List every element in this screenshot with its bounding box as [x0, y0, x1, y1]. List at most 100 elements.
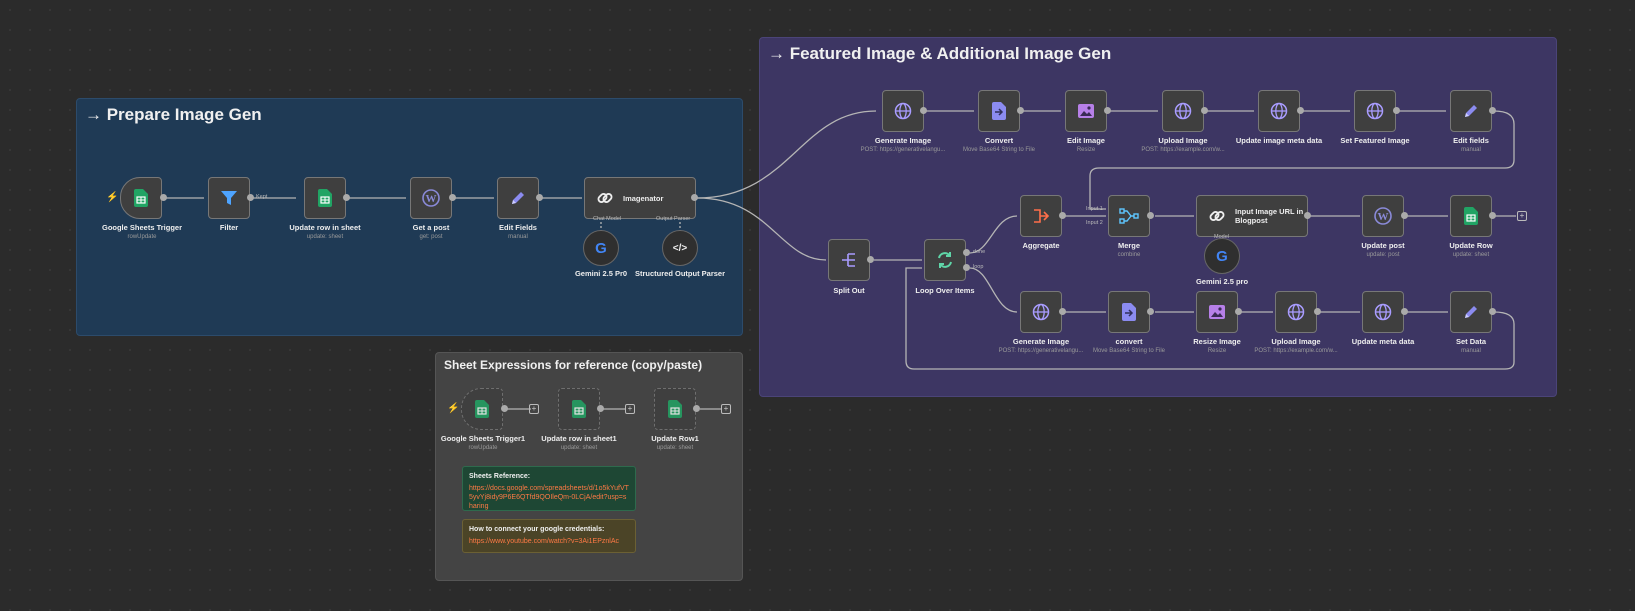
node-merge[interactable] [1108, 195, 1150, 237]
output-port[interactable] [1304, 212, 1311, 219]
output-port[interactable] [501, 405, 508, 412]
node-imagenator[interactable]: Imagenator [584, 177, 696, 219]
node-generate-image[interactable] [882, 90, 924, 132]
output-port-done[interactable] [963, 249, 970, 256]
output-port[interactable] [536, 194, 543, 201]
node-update-row-in-sheet[interactable] [304, 177, 346, 219]
output-port[interactable] [867, 256, 874, 263]
google-icon: G [595, 239, 607, 257]
add-node-button[interactable]: + [529, 404, 539, 414]
node-gemini-model[interactable]: G [583, 230, 619, 266]
output-port[interactable] [1147, 212, 1154, 219]
node-update-row-in-sheet1[interactable] [558, 388, 600, 430]
node-convert[interactable] [978, 90, 1020, 132]
group-title: → Featured Image & Additional Image Gen [768, 44, 1112, 63]
output-port[interactable] [920, 107, 927, 114]
output-port-loop[interactable] [963, 264, 970, 271]
node-gemini-pro[interactable]: G [1204, 238, 1240, 274]
input-label: Input 1 [1086, 206, 1103, 212]
output-port[interactable] [449, 194, 456, 201]
node-update-post[interactable]: W [1362, 195, 1404, 237]
node-update-image-meta-data[interactable] [1258, 90, 1300, 132]
globe-icon [893, 101, 913, 121]
node-label: Update post [1361, 241, 1405, 250]
globe-icon [1286, 302, 1306, 322]
output-port[interactable] [1059, 308, 1066, 315]
node-split-out[interactable] [828, 239, 870, 281]
output-port[interactable] [1297, 107, 1304, 114]
node-generate-image-bottom[interactable] [1020, 291, 1062, 333]
output-port[interactable] [160, 194, 167, 201]
input-label: Input 2 [1086, 220, 1103, 226]
output-port[interactable] [1489, 212, 1496, 219]
output-port[interactable] [1393, 107, 1400, 114]
node-label: Gemini 2.5 Pr0 [574, 269, 628, 278]
node-loop-over-items[interactable] [924, 239, 966, 281]
link-icon [595, 188, 615, 208]
node-set-data[interactable] [1450, 291, 1492, 333]
node-google-sheets-trigger[interactable] [120, 177, 162, 219]
sticky-note-credentials[interactable]: How to connect your google credentials: … [462, 519, 636, 553]
node-edit-image[interactable] [1065, 90, 1107, 132]
sticky-note-sheets-reference[interactable]: Sheets Reference: https://docs.google.co… [462, 466, 636, 511]
connection [1089, 110, 1515, 210]
node-filter[interactable] [208, 177, 250, 219]
output-port[interactable] [1489, 308, 1496, 315]
node-subtitle: POST: https://example.com/w... [1254, 348, 1338, 354]
output-port[interactable] [1401, 212, 1408, 219]
node-upload-image-bottom[interactable] [1275, 291, 1317, 333]
node-update-meta-data[interactable] [1362, 291, 1404, 333]
node-update-row1[interactable] [654, 388, 696, 430]
output-port[interactable] [1201, 107, 1208, 114]
node-subtitle: update: sheet [1452, 252, 1490, 258]
node-convert-bottom[interactable] [1108, 291, 1150, 333]
node-subtitle: combine [1117, 252, 1141, 258]
output-port[interactable] [1059, 212, 1066, 219]
link-icon [1207, 206, 1227, 226]
note-link[interactable]: https://docs.google.com/spreadsheets/d/1… [469, 485, 629, 510]
node-get-a-post[interactable]: W [410, 177, 452, 219]
node-label: convert [1115, 337, 1143, 346]
google-sheets-icon [569, 399, 589, 419]
add-node-button[interactable]: + [1517, 211, 1527, 221]
connection [696, 110, 877, 199]
output-port[interactable] [691, 194, 698, 201]
node-subtitle: get: post [419, 234, 443, 240]
node-aggregate[interactable] [1020, 195, 1062, 237]
output-port[interactable] [597, 405, 604, 412]
node-edit-fields-top[interactable] [1450, 90, 1492, 132]
connection [905, 267, 1515, 370]
wordpress-icon: W [1373, 206, 1393, 226]
node-resize-image[interactable] [1196, 291, 1238, 333]
merge-icon [1119, 206, 1139, 226]
google-icon: G [1216, 247, 1228, 265]
node-update-row[interactable] [1450, 195, 1492, 237]
output-port[interactable] [247, 194, 254, 201]
node-edit-fields[interactable] [497, 177, 539, 219]
output-port[interactable] [343, 194, 350, 201]
output-port[interactable] [1104, 107, 1111, 114]
output-port[interactable] [1147, 308, 1154, 315]
google-sheets-icon [665, 399, 685, 419]
node-set-featured-image[interactable] [1354, 90, 1396, 132]
add-node-button[interactable]: + [721, 404, 731, 414]
node-google-sheets-trigger1[interactable] [461, 388, 503, 430]
node-input-image-url[interactable]: Input Image URL in Blogpost [1196, 195, 1308, 237]
node-subtitle: manual [1461, 348, 1481, 354]
node-subtitle: Move Base64 String to File [962, 147, 1036, 153]
output-port[interactable] [1489, 107, 1496, 114]
output-port[interactable] [1401, 308, 1408, 315]
note-link[interactable]: https://www.youtube.com/watch?v=3Ai1EPzn… [469, 538, 619, 545]
output-port[interactable] [1017, 107, 1024, 114]
add-node-button[interactable]: + [625, 404, 635, 414]
connection [696, 197, 827, 261]
output-port[interactable] [1314, 308, 1321, 315]
node-structured-output-parser[interactable]: </> [662, 230, 698, 266]
output-port[interactable] [693, 405, 700, 412]
connection [969, 215, 1018, 254]
node-label: Edit Image [1067, 136, 1105, 145]
output-port[interactable] [1235, 308, 1242, 315]
node-upload-image[interactable] [1162, 90, 1204, 132]
trigger-bolt-icon: ⚡ [447, 403, 460, 414]
group-title: Sheet Expressions for reference (copy/pa… [444, 358, 703, 372]
